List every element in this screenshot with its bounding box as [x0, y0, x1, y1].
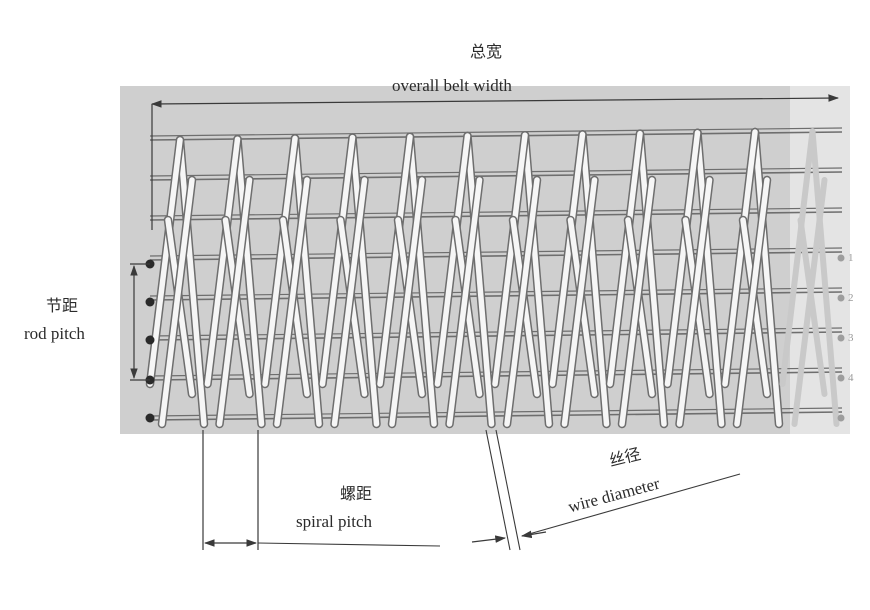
rod-end-dot-right	[837, 414, 845, 422]
spiral-wire	[694, 130, 725, 427]
spiral-wire	[676, 177, 713, 427]
spiral-wire	[722, 129, 758, 387]
spiral-pitch-label-en: spiral pitch	[296, 512, 373, 531]
rod-number: 2	[848, 292, 854, 304]
spiral-wire	[216, 177, 253, 427]
cross-rod	[149, 407, 843, 417]
spiral-wire	[579, 131, 610, 427]
spiral-wire	[619, 177, 655, 427]
overall-width-arrow	[150, 94, 840, 108]
rod-end-dot-right	[837, 294, 845, 302]
spiral-wire	[549, 131, 586, 387]
spiral-wire	[607, 130, 643, 387]
cross-rod	[149, 171, 843, 181]
wire-diameter-extension	[485, 429, 511, 551]
spiral-wire	[434, 133, 471, 387]
rod-number: 4	[848, 372, 854, 384]
spiral-wire-faded	[791, 177, 828, 427]
spiral-wire-faded	[809, 128, 840, 427]
spiral-wire-faded	[779, 128, 816, 387]
spiral-wire	[159, 177, 195, 427]
spiral-wire	[734, 177, 770, 427]
spiral-wire	[274, 177, 310, 427]
cross-rod	[149, 127, 843, 137]
spiral-wire	[664, 130, 701, 387]
cross-rod	[149, 247, 843, 257]
cross-rod	[149, 211, 843, 221]
overall-width-label-en: overall belt width	[392, 76, 512, 95]
rod-pitch-label-en: rod pitch	[24, 324, 85, 343]
spiral-wire	[331, 177, 368, 427]
spiral-wire	[446, 177, 483, 427]
cross-rod	[149, 251, 843, 261]
rod-number: 1	[848, 252, 854, 264]
spiral-wire-faded	[797, 217, 828, 397]
spiral-wire	[319, 134, 356, 387]
spiral-wire	[464, 133, 495, 427]
overall-width-label-zh: 总宽	[470, 44, 503, 61]
cross-rod	[149, 287, 843, 297]
cross-rod	[149, 207, 843, 217]
rod-end-dot	[145, 335, 155, 345]
spiral-wire	[637, 130, 667, 427]
rod-end-dot-right	[837, 334, 845, 342]
spiral-pitch-leader	[257, 542, 441, 547]
spiral-wire	[262, 135, 298, 387]
rod-pitch-label-zh: 节距	[46, 298, 79, 315]
rod-number: 3	[848, 332, 854, 344]
spiral-wire	[492, 132, 528, 387]
spiral-wire	[522, 132, 552, 427]
wire-diameter-extension	[495, 429, 521, 551]
spiral-pitch-label-zh: 螺距	[340, 486, 373, 503]
spiral-wire	[234, 136, 265, 427]
spiral-wire	[752, 129, 782, 427]
cross-rod	[149, 327, 843, 337]
spiral-wire	[504, 177, 540, 427]
cross-rod	[149, 411, 843, 421]
spiral-wire	[349, 134, 380, 427]
spiral-wire	[147, 137, 183, 387]
spiral-wire	[177, 137, 207, 427]
spiral-wire	[292, 135, 322, 427]
cross-rod	[149, 291, 843, 301]
cross-rod	[149, 331, 843, 341]
spiral-wire	[389, 177, 425, 427]
cross-rod	[149, 131, 843, 141]
spiral-wire	[407, 134, 437, 427]
rod-end-dot-right	[837, 374, 845, 382]
spiral-wire	[204, 136, 241, 387]
cross-rod	[149, 167, 843, 177]
rod-end-dot-right	[837, 254, 845, 262]
spiral-wire	[377, 134, 413, 387]
rod-end-dot	[145, 297, 155, 307]
spiral-wire	[561, 177, 598, 427]
wire-diameter-leader	[521, 473, 741, 537]
rod-end-dot	[145, 413, 155, 423]
wire-diameter-arrow	[471, 535, 507, 543]
